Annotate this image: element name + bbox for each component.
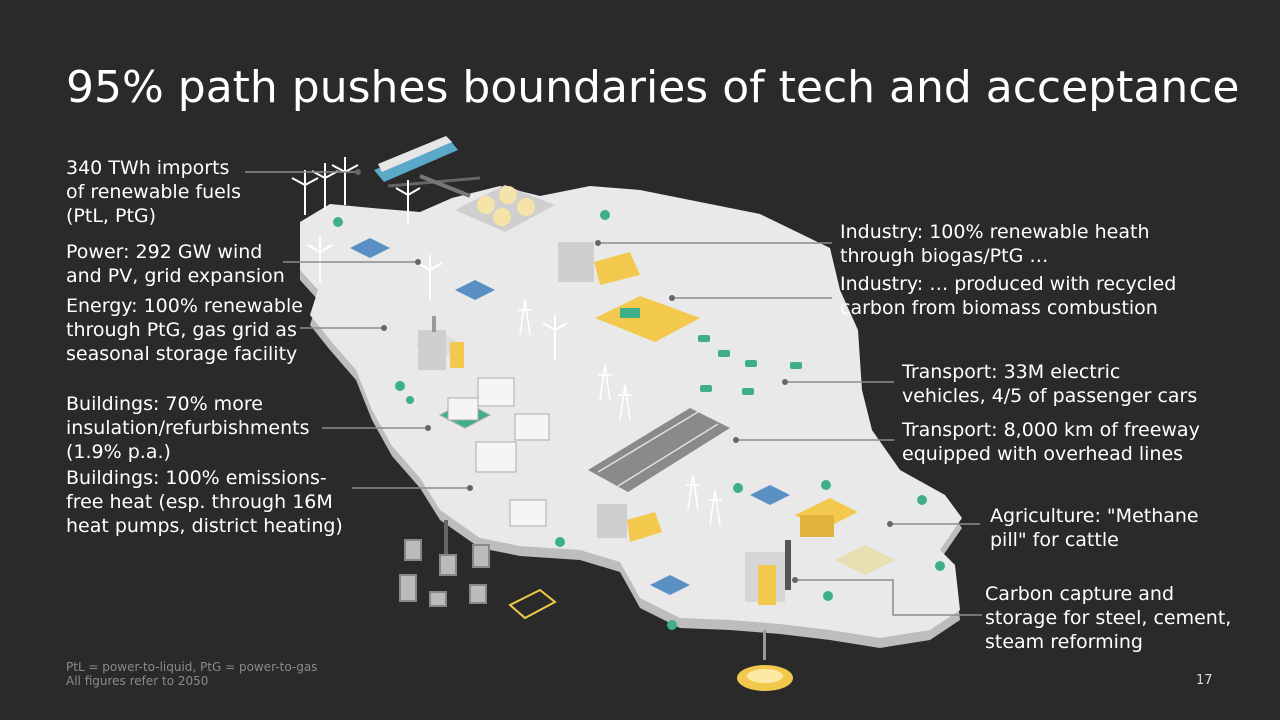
ccs-underground-storage [737, 630, 793, 691]
callout-energy: Energy: 100% renewable through PtG, gas … [66, 295, 303, 365]
callout-ccs: Carbon capture and storage for steel, ce… [985, 583, 1232, 653]
steel-plant [745, 540, 791, 605]
leader-lines [245, 171, 982, 616]
slide-title: 95% path pushes boundaries of tech and a… [66, 62, 1240, 113]
freeway [588, 408, 730, 492]
underground-gas-storage [399, 520, 557, 620]
callout-industry-carbon: Industry: … produced with recycled carbo… [840, 273, 1177, 319]
power-pylons [518, 299, 722, 526]
trees [333, 210, 945, 630]
storage-tanks [455, 185, 555, 232]
callout-transport-freeway: Transport: 8,000 km of freeway equipped … [902, 419, 1200, 465]
callout-buildings-heat: Buildings: 100% emissions- free heat (es… [66, 467, 343, 537]
callout-industry-heat: Industry: 100% renewable heath through b… [840, 221, 1150, 267]
heat-plant [597, 504, 662, 542]
biomass-field [595, 296, 700, 342]
footnote: PtL = power-to-liquid, PtG = power-to-ga… [66, 660, 318, 688]
gas-plant [415, 316, 465, 370]
page-number: 17 [1196, 673, 1213, 688]
land-mass [300, 186, 962, 638]
solar-panels [350, 238, 790, 595]
cattle-barn [795, 498, 895, 575]
callout-agriculture: Agriculture: "Methane pill" for cattle [990, 505, 1199, 551]
leader-dots [355, 169, 893, 583]
callout-buildings-insulation: Buildings: 70% more insulation/refurbish… [66, 393, 310, 463]
houses [438, 377, 550, 527]
import-pipeline [419, 174, 471, 198]
wind-turbines [291, 157, 568, 360]
callout-power: Power: 292 GW wind and PV, grid expansio… [66, 241, 285, 287]
industry-plant [558, 242, 640, 285]
callout-imports: 340 TWh imports of renewable fuels (PtL,… [66, 157, 242, 227]
electric-cars [698, 335, 802, 395]
callout-transport-ev: Transport: 33M electric vehicles, 4/5 of… [902, 361, 1198, 407]
